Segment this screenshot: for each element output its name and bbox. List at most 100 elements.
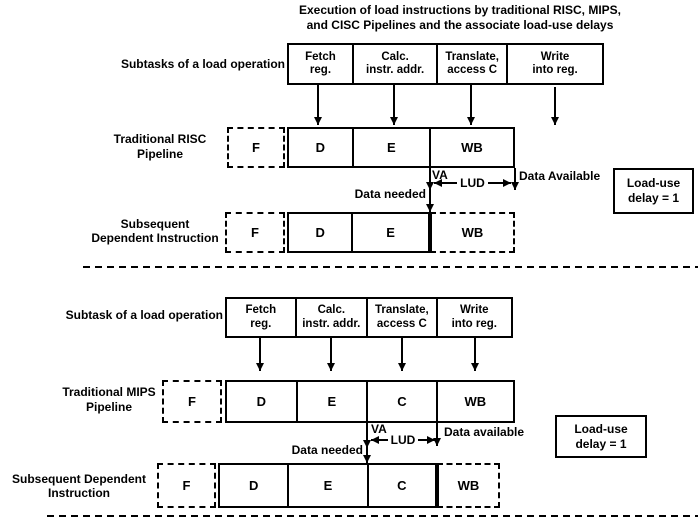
- down-arrow-icon: [467, 85, 475, 125]
- subtask-text: into reg.: [532, 64, 578, 76]
- mips-pipeline-label-line2: Pipeline: [85, 400, 132, 414]
- down-arrow-icon: [314, 85, 322, 125]
- down-arrow-icon: [398, 338, 406, 371]
- risc-subsequent-label: Subsequent Dependent Instruction: [55, 217, 255, 245]
- data-needed-down-arrow-icon: [363, 448, 371, 463]
- mips-subtask-write-reg: Write into reg.: [438, 299, 511, 336]
- risc-pipeline-row: D E WB: [287, 127, 515, 168]
- data-available-down-arrow-icon: [511, 168, 519, 190]
- risc-pipeline-label-line2: Pipeline: [136, 147, 183, 161]
- subtask-text: into reg.: [451, 317, 497, 330]
- risc-subsequent-stage-d: D: [289, 214, 354, 251]
- risc-subtask-write-reg: Write into reg.: [508, 45, 602, 83]
- mips-pipeline-row: D E C WB: [225, 380, 515, 423]
- bottom-divider: [47, 515, 698, 517]
- data-available-down-arrow-icon: [433, 423, 441, 446]
- mips-stage-wb: WB: [464, 394, 487, 409]
- subtask-text: instr. addr.: [302, 317, 361, 330]
- delay-box-line2: delay = 1: [575, 436, 627, 451]
- risc-subtask-row: Fetch reg. Calc. instr. addr. Translate,…: [287, 43, 604, 85]
- mips-subsequent-stage-c: C: [397, 478, 407, 493]
- subtask-text: Translate,: [445, 50, 500, 63]
- risc-subtasks-label: Subtasks of a load operation: [120, 57, 285, 71]
- mips-subsequent-label-line1: Subsequent Dependent: [11, 472, 146, 486]
- risc-subtask-calc-addr: Calc. instr. addr.: [354, 45, 439, 83]
- subtask-text: Calc.: [317, 304, 346, 316]
- mips-stage-c: C: [368, 382, 438, 421]
- subtask-text: Write: [460, 304, 489, 316]
- subtask-text: Fetch: [245, 304, 277, 316]
- risc-stage-wb: WB: [461, 140, 483, 155]
- down-arrow-icon: [327, 338, 335, 371]
- risc-pipeline-label-line1: Traditional RISC: [113, 132, 207, 146]
- mips-subsequent-stage-wb: WB: [437, 463, 500, 508]
- mips-stage-f: F: [162, 380, 222, 423]
- risc-subsequent-stage-f: F: [225, 212, 285, 253]
- mips-stage-e: E: [298, 382, 369, 421]
- delay-box-line1: Load-use: [574, 421, 628, 436]
- subtask-text: instr. addr.: [366, 64, 425, 76]
- down-arrow-icon: [256, 338, 264, 371]
- stage-letter: F: [188, 393, 196, 409]
- title-line-2: and CISC Pipelines and the associate loa…: [306, 18, 614, 32]
- va-down-arrow-icon: [363, 423, 371, 448]
- subtask-text: Write: [540, 50, 570, 63]
- subtask-text: access C: [447, 64, 498, 76]
- risc-subsequent-label-line2: Dependent Instruction: [91, 231, 219, 245]
- down-arrow-icon: [471, 338, 479, 371]
- subtask-text: Fetch: [305, 50, 336, 63]
- delay-box-line2: delay = 1: [627, 191, 680, 205]
- risc-va-label: VA: [432, 168, 448, 182]
- risc-data-available-label: Data Available: [519, 169, 601, 183]
- delay-box-line1: Load-use: [626, 176, 681, 190]
- mips-subsequent-label: Subsequent Dependent Instruction: [0, 472, 158, 500]
- risc-load-use-delay-box: Load-use delay = 1: [613, 168, 694, 214]
- mips-va-label: VA: [371, 422, 387, 436]
- risc-pipeline-label: Traditional RISC Pipeline: [60, 132, 260, 162]
- mips-subtask-fetch-reg: Fetch reg.: [227, 299, 297, 336]
- subtask-text: reg.: [250, 317, 272, 330]
- mips-subsequent-stage-f: F: [157, 463, 216, 508]
- mips-lud-label: LUD: [387, 433, 419, 447]
- risc-data-needed-label: Data needed: [354, 187, 426, 201]
- mips-subtask-translate: Translate, access C: [368, 299, 438, 336]
- diagram-title: Execution of load instructions by tradit…: [225, 3, 695, 33]
- mips-subtask-calc-addr: Calc. instr. addr.: [297, 299, 369, 336]
- mips-subsequent-label-line2: Instruction: [48, 486, 110, 500]
- data-needed-down-arrow-icon: [426, 190, 434, 212]
- risc-subsequent-stage-e: E: [386, 225, 395, 240]
- risc-subtask-translate: Translate, access C: [438, 45, 509, 83]
- risc-stage-d: D: [289, 129, 354, 166]
- mips-subsequent-row: D E C: [218, 463, 437, 508]
- risc-stage-e: E: [354, 129, 431, 166]
- subtask-text: Translate,: [374, 304, 429, 316]
- mips-subtask-row: Fetch reg. Calc. instr. addr. Translate,…: [225, 297, 513, 338]
- down-arrow-icon: [551, 87, 559, 125]
- subtask-text: Calc.: [381, 50, 409, 63]
- subtask-text: access C: [376, 317, 427, 330]
- mips-data-needed-label: Data needed: [291, 443, 363, 457]
- stage-letter: WB: [461, 224, 484, 240]
- risc-lud-label: LUD: [457, 176, 488, 190]
- stage-letter: F: [182, 477, 191, 493]
- stage-letter: F: [252, 139, 260, 155]
- risc-subsequent-stage-wb: WB: [430, 212, 515, 253]
- stage-letter: F: [251, 224, 259, 240]
- mips-load-use-delay-box: Load-use delay = 1: [555, 415, 647, 458]
- risc-subsequent-row: D E: [287, 212, 430, 253]
- mips-data-available-label: Data available: [444, 425, 525, 439]
- risc-subsequent-label-line1: Subsequent: [120, 217, 190, 231]
- mips-pipeline-label-line1: Traditional MIPS: [62, 385, 156, 399]
- title-line-1: Execution of load instructions by tradit…: [298, 3, 622, 17]
- mips-pipeline-label: Traditional MIPS Pipeline: [20, 385, 198, 415]
- down-arrow-icon: [390, 85, 398, 125]
- risc-stage-f: F: [227, 127, 285, 168]
- va-down-arrow-icon: [426, 168, 434, 190]
- section-divider: [83, 266, 698, 268]
- risc-lud-double-arrow: LUD: [434, 176, 511, 190]
- stage-letter: WB: [457, 477, 480, 493]
- mips-subsequent-stage-e: E: [289, 465, 369, 506]
- mips-subtasks-label: Subtask of a load operation: [65, 308, 223, 322]
- subtask-text: reg.: [309, 64, 332, 76]
